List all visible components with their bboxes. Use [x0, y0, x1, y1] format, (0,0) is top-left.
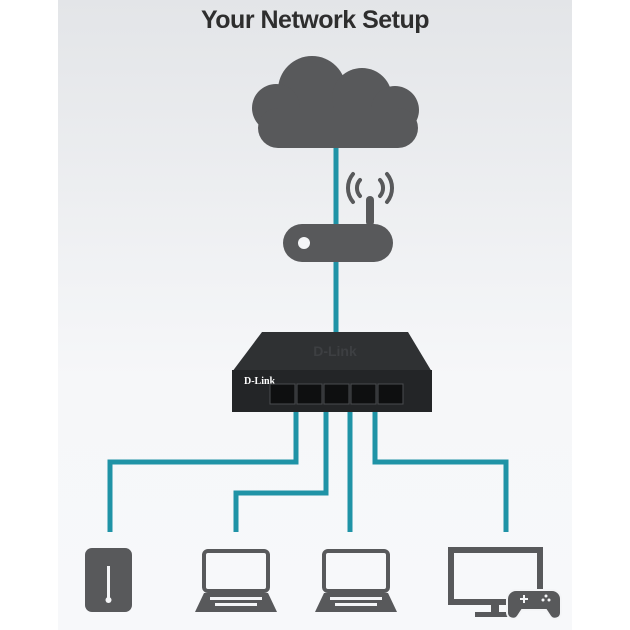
cables	[107, 120, 509, 532]
diagram-title: Your Network Setup	[200, 6, 430, 34]
game-console-monitor-icon	[448, 547, 562, 620]
cable-port2	[233, 412, 329, 532]
cloud-icon	[252, 56, 419, 148]
cable-port1	[107, 412, 299, 532]
cable-port4	[372, 412, 509, 532]
gamepad-icon	[506, 589, 562, 620]
switch-top-logo: D-Link	[313, 343, 357, 359]
switch-front-logo: D-Link	[244, 376, 276, 387]
switch-device: D-Link D-Link	[232, 332, 432, 412]
switch-ports	[269, 383, 404, 405]
laptop-icon	[315, 549, 397, 612]
laptop-icon	[195, 549, 277, 612]
wifi-icon	[345, 172, 395, 204]
router-icon	[283, 172, 395, 262]
smart-device-icon	[85, 548, 132, 612]
